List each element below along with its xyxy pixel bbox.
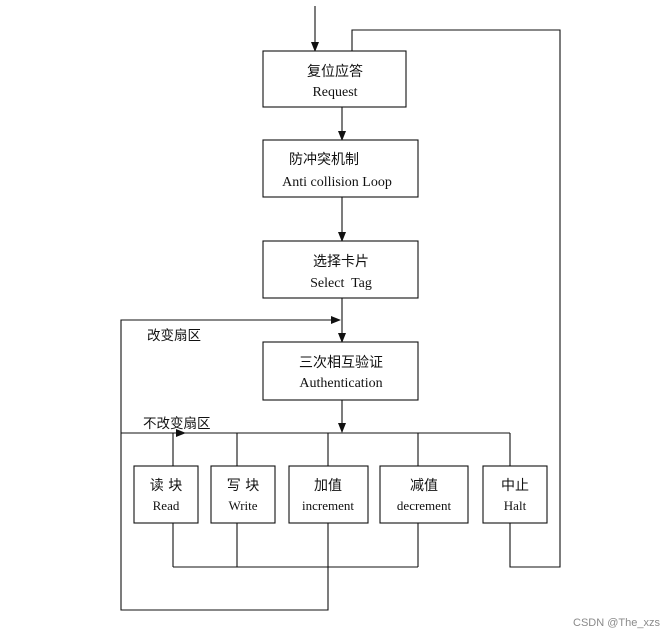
- connectors: [120, 6, 561, 611]
- node-request-en: Request: [312, 85, 357, 100]
- node-write: 写 块 Write: [210, 465, 276, 524]
- edge-label-keep-sector: 不改变扇区: [143, 416, 211, 432]
- node-select-cn: 选择卡片: [313, 254, 369, 270]
- node-auth-cn: 三次相互验证: [299, 355, 383, 371]
- node-read-cn: 读 块: [150, 477, 182, 494]
- node-read: 读 块 Read: [133, 465, 199, 524]
- loop-halt-to-request: [351, 29, 561, 568]
- edge-label-change-sector: 改变扇区: [147, 328, 201, 344]
- node-anticollision-cn: 防冲突机制: [289, 152, 359, 168]
- node-read-en: Read: [153, 498, 180, 513]
- loop-change-sector: [120, 316, 341, 611]
- node-halt-en: Halt: [504, 498, 527, 513]
- node-halt: 中止 Halt: [482, 465, 548, 524]
- node-decrement: 减值 decrement: [379, 465, 469, 524]
- node-auth: 三次相互验证 Authentication: [262, 341, 419, 401]
- node-request: 复位应答 Request: [262, 50, 407, 108]
- node-auth-en: Authentication: [299, 376, 382, 391]
- node-decrement-cn: 减值: [410, 478, 438, 494]
- node-select-en: Select Tag: [310, 276, 372, 291]
- node-halt-cn: 中止: [501, 478, 529, 494]
- node-write-cn: 写 块: [227, 478, 259, 494]
- node-select: 选择卡片 Select Tag: [262, 240, 419, 299]
- node-increment-cn: 加值: [314, 478, 342, 494]
- node-anticollision-en: Anti collision Loop: [282, 175, 392, 190]
- node-increment-en: increment: [302, 498, 354, 513]
- node-anticollision: 防冲突机制 Anti collision Loop: [262, 139, 419, 198]
- node-increment: 加值 increment: [288, 465, 369, 524]
- node-write-en: Write: [228, 498, 257, 513]
- node-request-cn: 复位应答: [307, 63, 363, 80]
- watermark: CSDN @The_xzs: [573, 617, 660, 629]
- node-decrement-en: decrement: [397, 498, 452, 513]
